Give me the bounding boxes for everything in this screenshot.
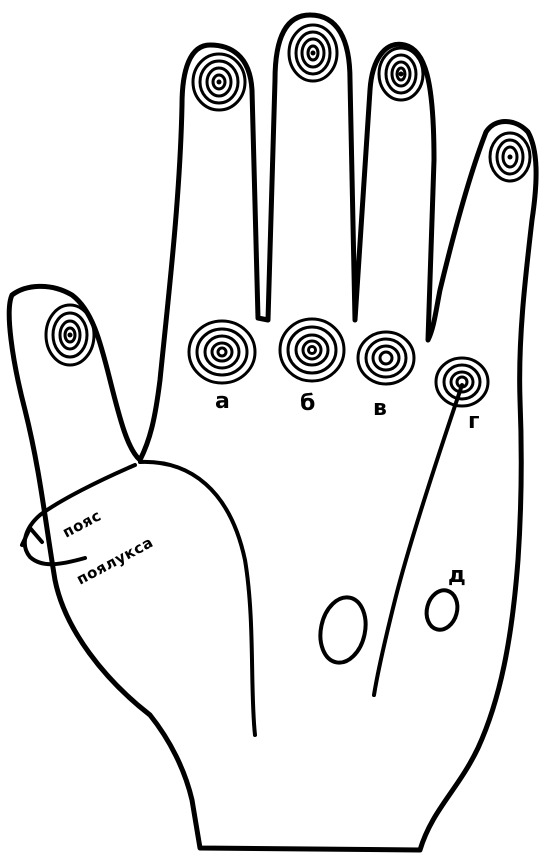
whorl-thumb-tip [46,305,94,365]
label-a: а [215,389,230,414]
whorl-point-a [189,321,255,383]
whorl-point-g [436,358,488,406]
whorl-index-tip [193,54,245,110]
belt-arrowhead [22,528,42,545]
whorl-point-b [280,319,344,381]
label-b: б [300,391,315,416]
belt-label-line2: поялукса [73,533,156,588]
line-g-to-wrist [374,385,462,695]
label-g: г [468,409,480,434]
whorl-ring-tip [379,48,423,100]
hand-outline [9,15,536,850]
palm-oval-right-d [422,587,461,633]
whorl-middle-tip [289,25,337,81]
whorl-little-tip [490,133,530,181]
belt-label-line1: пояс [59,506,104,541]
thumb-web-line [140,462,255,735]
palm-oval-left [315,593,372,667]
label-d: д [448,563,466,588]
whorl-point-v [358,332,414,384]
label-v: в [373,396,387,421]
